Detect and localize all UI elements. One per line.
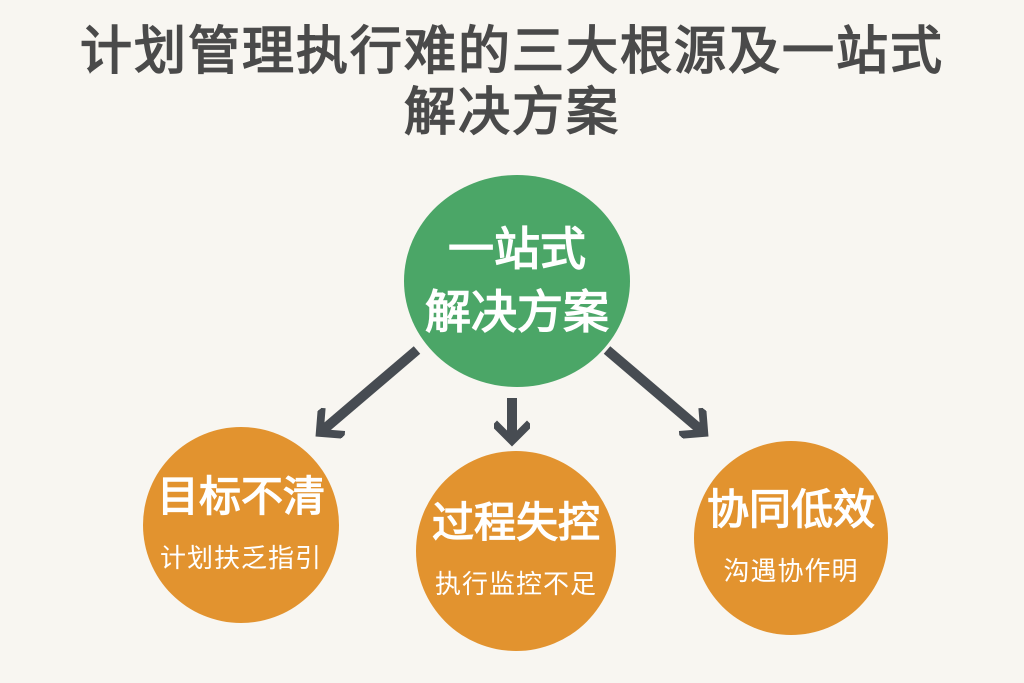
cause-subtitle: 计划扶乏指引 [159, 542, 322, 573]
cause-subtitle: 执行监控不足 [434, 568, 597, 599]
page-title-line2: 解决方案 [403, 83, 620, 142]
arrow-solution-to-cause-0-icon [322, 346, 421, 431]
solution-label-line1: 一站式 [448, 223, 586, 276]
cause-subtitle: 沟遇协作明 [723, 555, 859, 586]
solution-label-line2: 解决方案 [425, 286, 609, 338]
cause-circle-process-out-of-control: 过程失控 执行监控不足 [416, 451, 616, 651]
solution-circle: 一站式 解决方案 [404, 175, 630, 387]
cause-circle-unclear-goals: 目标不清 计划扶乏指引 [143, 427, 339, 623]
cause-circle-inefficient-collaboration: 协同低效 沟遇协作明 [694, 441, 888, 635]
page-title: 计划管理执行难的三大根源及一站式 解决方案 [0, 22, 1024, 144]
cause-title: 过程失控 [431, 499, 600, 547]
cause-title: 协同低效 [706, 486, 875, 534]
page-title-line1: 计划管理执行难的三大根源及一站式 [79, 23, 944, 81]
cause-title: 目标不清 [156, 473, 325, 521]
arrow-solution-to-cause-2-icon [603, 346, 702, 431]
